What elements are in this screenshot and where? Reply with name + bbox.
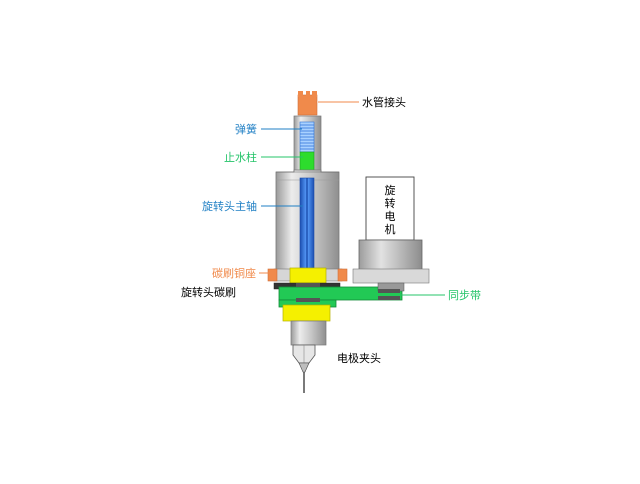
motor-label-char-3: 电	[385, 210, 396, 223]
motor-pulley	[378, 289, 400, 300]
label-electrode-chuck: 电极夹头	[337, 351, 381, 365]
label-carbon-brush-seat: 碳刷铜座	[212, 266, 256, 280]
clamp-nut	[282, 304, 331, 322]
electrode-chuck	[292, 344, 316, 373]
label-spring: 弹簧	[235, 122, 257, 136]
sync-belt	[278, 286, 403, 308]
rotary-motor	[352, 176, 430, 292]
label-water-connector: 水管接头	[362, 95, 406, 109]
carbon-brush-ring	[289, 267, 327, 286]
label-spindle: 旋转头主轴	[202, 199, 257, 213]
motor-label: 旋 转 电 机	[385, 183, 396, 236]
motor-label-char-4: 机	[385, 222, 396, 236]
spring	[299, 121, 315, 153]
spindle-pulley	[296, 283, 320, 302]
label-water-stop-column: 止水柱	[224, 150, 257, 164]
lower-sleeve	[290, 320, 327, 346]
motor-label-char-2: 转	[385, 196, 396, 210]
label-sync-belt: 同步带	[448, 289, 481, 302]
water-connector	[297, 91, 318, 116]
label-carbon-brush: 旋转头碳刷	[181, 285, 236, 299]
motor-label-char-1: 旋	[385, 183, 396, 197]
